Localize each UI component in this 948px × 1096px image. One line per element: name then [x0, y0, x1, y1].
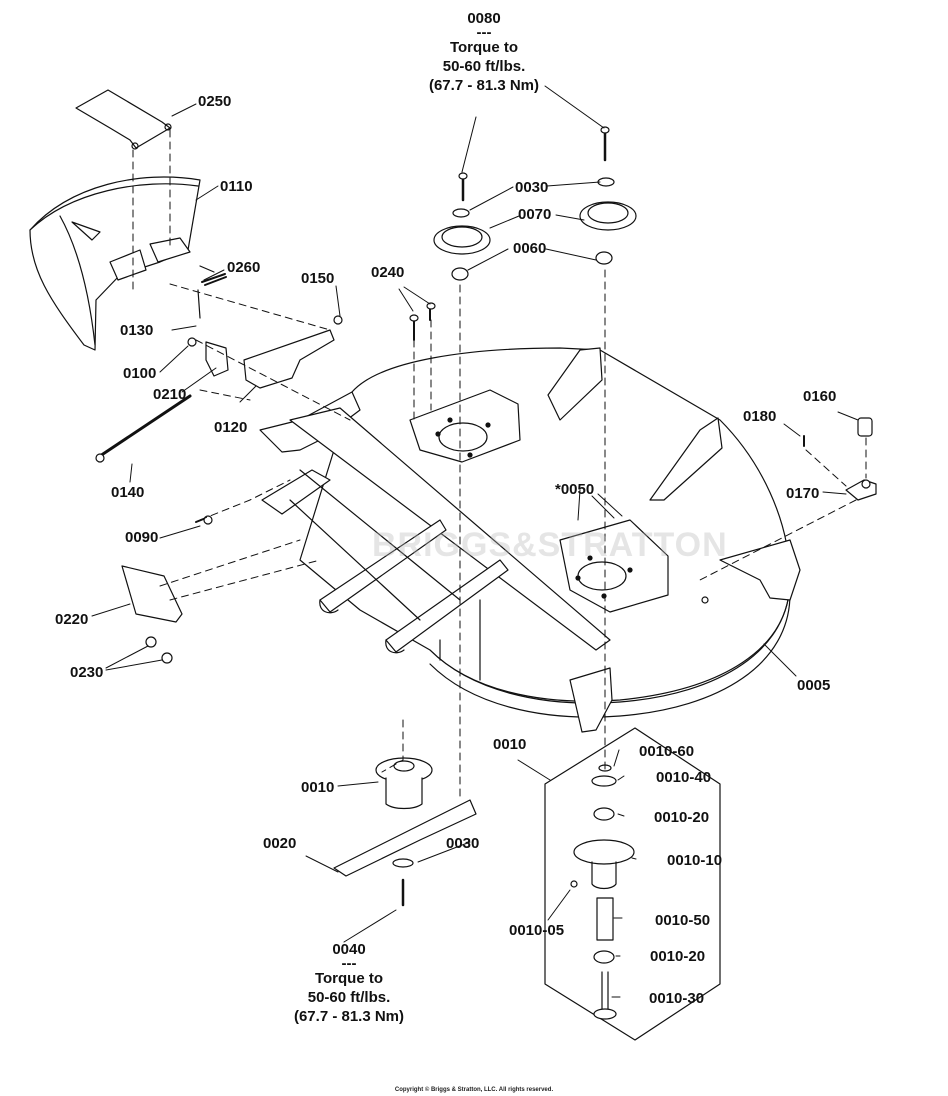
spindle-blade-assembly [333, 757, 477, 907]
note-part-number: 0080 [467, 10, 501, 27]
note-line: 50-60 ft/lbs. [442, 58, 526, 75]
callout-0160[interactable]: 0160 [803, 388, 837, 405]
callout-0110[interactable]: 0110 [220, 178, 253, 195]
note-separator: --- [476, 24, 492, 41]
callout-0150[interactable]: 0150 [301, 270, 335, 287]
callout-0090[interactable]: 0090 [125, 529, 159, 546]
callout-0100[interactable]: 0100 [123, 365, 157, 382]
callout-0240[interactable]: 0240 [371, 264, 405, 281]
note-line: (67.7 - 81.3 Nm) [293, 1008, 405, 1025]
note-line: Torque to [449, 39, 519, 56]
callout-0070[interactable]: 0070 [518, 206, 552, 223]
callout-0050[interactable]: *0050 [555, 481, 595, 498]
callout-0010-30[interactable]: 0010-30 [649, 990, 705, 1007]
note-line: (67.7 - 81.3 Nm) [428, 77, 540, 94]
note-part-number: 0040 [332, 941, 366, 958]
callout-0010-40[interactable]: 0010-40 [656, 769, 712, 786]
callout-0260[interactable]: 0260 [227, 259, 261, 276]
callout-0230[interactable]: 0230 [70, 664, 104, 681]
copyright-notice: Copyright © Briggs & Stratton, LLC. All … [394, 1087, 554, 1093]
note-line: 50-60 ft/lbs. [307, 989, 391, 1006]
note-separator: --- [341, 955, 357, 972]
callout-0130[interactable]: 0130 [120, 322, 154, 339]
assembly-lines [132, 129, 867, 801]
callout-0010-10[interactable]: 0010-10 [667, 852, 723, 869]
callout-0010-50[interactable]: 0010-50 [655, 912, 711, 929]
mower-deck-shell [259, 347, 801, 733]
callout-0210[interactable]: 0210 [153, 386, 187, 403]
torque-note-bottom: 0040 --- Torque to 50-60 ft/lbs. (67.7 -… [259, 940, 439, 1026]
grease-fitting-parts [803, 417, 877, 501]
watermark: BRIGGS&STRATTON [372, 526, 728, 564]
chute-hinge-bracket [75, 89, 172, 150]
callout-0010-spindle[interactable]: 0010 [301, 779, 335, 796]
callout-0010-box[interactable]: 0010 [493, 736, 527, 753]
spindle-exploded-box [544, 727, 721, 1041]
callout-0220[interactable]: 0220 [55, 611, 89, 628]
note-line: Torque to [314, 970, 384, 987]
callout-0020[interactable]: 0020 [263, 835, 297, 852]
callout-0010-20-lower[interactable]: 0010-20 [650, 948, 706, 965]
pulley-assembly-top [433, 126, 637, 281]
callout-0010-60[interactable]: 0010-60 [639, 743, 695, 760]
callout-0030-bottom[interactable]: 0030 [446, 835, 480, 852]
callout-0060[interactable]: 0060 [513, 240, 547, 257]
callout-0010-05[interactable]: 0010-05 [509, 922, 565, 939]
callout-0010-20-upper[interactable]: 0010-20 [654, 809, 710, 826]
small-parts-left [95, 265, 436, 664]
discharge-chute [29, 176, 201, 351]
callout-0140[interactable]: 0140 [111, 484, 145, 501]
callout-0180[interactable]: 0180 [743, 408, 777, 425]
callout-0005[interactable]: 0005 [797, 677, 831, 694]
callout-0120[interactable]: 0120 [214, 419, 248, 436]
leader-lines [91, 85, 859, 998]
callout-0030-top[interactable]: 0030 [515, 179, 549, 196]
torque-note-top: 0080 --- Torque to 50-60 ft/lbs. (67.7 -… [394, 9, 574, 95]
callout-0170[interactable]: 0170 [786, 485, 820, 502]
callout-0250[interactable]: 0250 [198, 93, 232, 110]
